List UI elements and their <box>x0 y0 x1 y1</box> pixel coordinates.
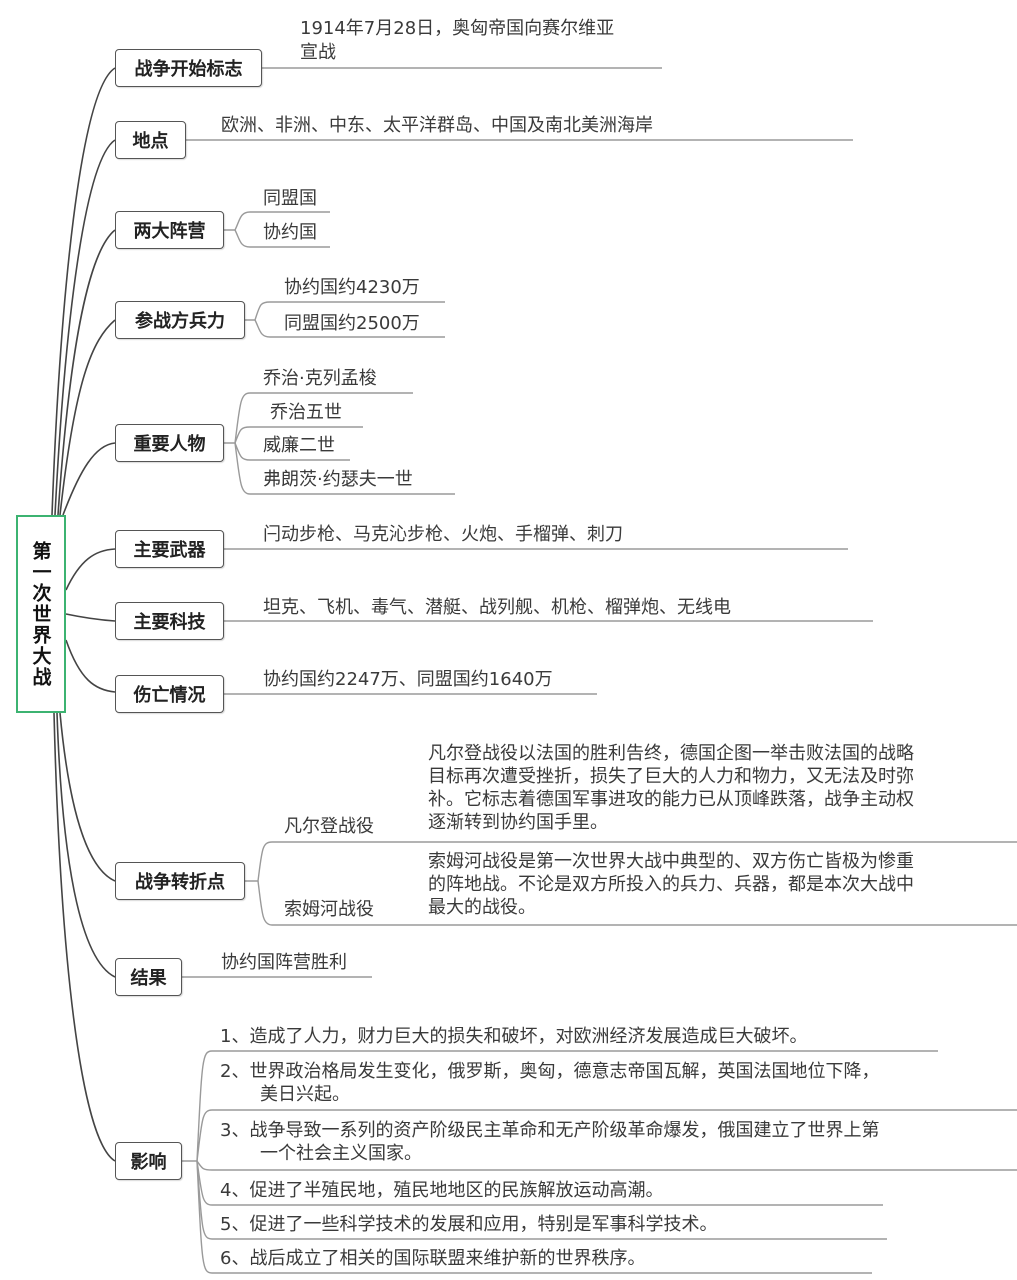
leaf-person-franz-joseph: 弗朗茨·约瑟夫一世 <box>263 469 413 490</box>
somme-desc-line: 最大的战役。 <box>428 897 536 918</box>
node-label: 伤亡情况 <box>133 685 206 706</box>
leaf-war-start-line1: 1914年7月28日，奥匈帝国向赛尔维亚 <box>300 18 615 39</box>
leaf-forces-central: 同盟国约2500万 <box>284 313 420 334</box>
impact-item-2: 2、世界政治格局发生变化，俄罗斯，奥匈，德意志帝国瓦解，英国法国地位下降， 美日… <box>220 1060 879 1106</box>
leaf-war-start-line2: 宣战 <box>300 42 336 63</box>
leaf-weapons: 闩动步枪、马克沁步枪、火炮、手榴弹、刺刀 <box>263 524 623 545</box>
node-label: 主要武器 <box>133 540 206 561</box>
verdun-desc-line: 补。它标志着德国军事进攻的能力已从顶峰跌落，战争主动权 <box>428 789 914 810</box>
impact-item-1: 1、造成了人力，财力巨大的损失和破坏，对欧洲经济发展造成巨大破坏。 <box>220 1026 808 1047</box>
somme-desc-line: 的阵地战。不论是双方所投入的兵力、兵器，都是本次大战中 <box>428 874 914 895</box>
leaf-result: 协约国阵营胜利 <box>221 952 347 973</box>
node-casualties[interactable]: 伤亡情况 <box>115 675 224 713</box>
leaf-battle-somme: 索姆河战役 <box>284 899 374 920</box>
verdun-desc-line: 逐渐转到协约国手里。 <box>428 812 608 833</box>
leaf-tech: 坦克、飞机、毒气、潜艇、战列舰、机枪、榴弹炮、无线电 <box>263 597 731 618</box>
verdun-desc-line: 凡尔登战役以法国的胜利告终，德国企图一举击败法国的战略 <box>428 743 914 764</box>
node-result[interactable]: 结果 <box>115 958 182 996</box>
leaf-location: 欧洲、非洲、中东、太平洋群岛、中国及南北美洲海岸 <box>221 115 653 136</box>
somme-desc-line: 索姆河战役是第一次世界大战中典型的、双方伤亡皆极为惨重 <box>428 851 914 872</box>
impact-line: 一个社会主义国家。 <box>260 1143 422 1164</box>
impact-item-6: 6、战后成立了相关的国际联盟来维护新的世界秩序。 <box>220 1248 646 1269</box>
node-label: 战争开始标志 <box>134 59 243 80</box>
root-node[interactable]: 第一次世界大战 <box>16 515 66 713</box>
verdun-description: 凡尔登战役以法国的胜利告终，德国企图一举击败法国的战略 目标再次遭受挫折，损失了… <box>428 742 914 834</box>
node-turning-point[interactable]: 战争转折点 <box>115 862 245 900</box>
leaf-casualties: 协约国约2247万、同盟国约1640万 <box>263 669 553 690</box>
node-forces[interactable]: 参战方兵力 <box>115 301 245 339</box>
node-label: 影响 <box>130 1152 167 1173</box>
somme-description: 索姆河战役是第一次世界大战中典型的、双方伤亡皆极为惨重 的阵地战。不论是双方所投… <box>428 850 914 919</box>
impact-line: 美日兴起。 <box>260 1084 350 1105</box>
node-war-start[interactable]: 战争开始标志 <box>115 49 262 87</box>
node-label: 主要科技 <box>133 612 206 633</box>
node-label: 重要人物 <box>133 434 206 455</box>
leaf-person-wilhelm-ii: 威廉二世 <box>263 435 335 456</box>
node-label: 参战方兵力 <box>135 311 225 332</box>
impact-item-3: 3、战争导致一系列的资产阶级民主革命和无产阶级革命爆发，俄国建立了世界上第 一个… <box>220 1119 879 1165</box>
node-camps[interactable]: 两大阵营 <box>115 211 224 249</box>
leaf-battle-verdun: 凡尔登战役 <box>284 816 374 837</box>
root-title: 第一次世界大战 <box>29 540 52 688</box>
impact-line: 2、世界政治格局发生变化，俄罗斯，奥匈，德意志帝国瓦解，英国法国地位下降， <box>220 1061 880 1082</box>
node-label: 战争转折点 <box>135 872 225 893</box>
node-tech[interactable]: 主要科技 <box>115 602 224 640</box>
node-impact[interactable]: 影响 <box>115 1142 182 1180</box>
leaf-camp-central: 同盟国 <box>263 188 317 209</box>
node-location[interactable]: 地点 <box>115 121 186 159</box>
leaf-person-george-v: 乔治五世 <box>270 402 342 423</box>
impact-item-5: 5、促进了一些科学技术的发展和应用，特别是军事科学技术。 <box>220 1214 718 1235</box>
leaf-forces-entente: 协约国约4230万 <box>284 277 420 298</box>
node-label: 结果 <box>130 968 167 989</box>
node-label: 地点 <box>132 131 169 152</box>
leaf-camp-entente: 协约国 <box>263 222 317 243</box>
impact-line: 3、战争导致一系列的资产阶级民主革命和无产阶级革命爆发，俄国建立了世界上第 <box>220 1120 880 1141</box>
node-weapons[interactable]: 主要武器 <box>115 530 224 568</box>
verdun-desc-line: 目标再次遭受挫折，损失了巨大的人力和物力，又无法及时弥 <box>428 766 914 787</box>
node-people[interactable]: 重要人物 <box>115 424 224 462</box>
node-label: 两大阵营 <box>133 221 206 242</box>
impact-item-4: 4、促进了半殖民地，殖民地地区的民族解放运动高潮。 <box>220 1180 664 1201</box>
leaf-person-clemenceau: 乔治·克列孟梭 <box>263 368 377 389</box>
